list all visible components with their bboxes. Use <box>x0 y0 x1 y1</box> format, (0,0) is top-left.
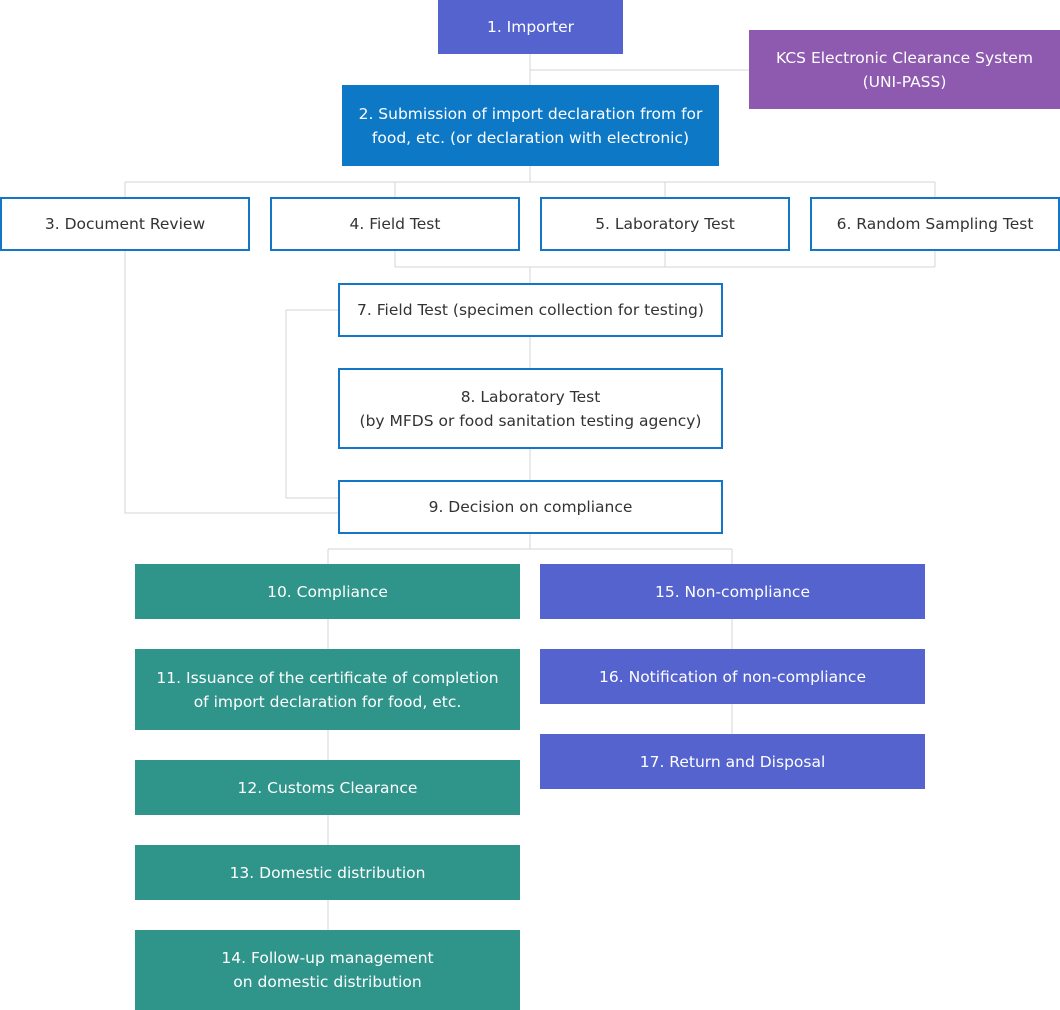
step-laboratory-test-agency-label: 8. Laboratory Test (by MFDS or food sani… <box>359 387 702 430</box>
step-field-test-label: 4. Field Test <box>349 215 441 233</box>
step-importer-label: 1. Importer <box>486 18 575 36</box>
step-laboratory-test-label: 5. Laboratory Test <box>595 215 735 233</box>
step-compliance-label: 10. Compliance <box>267 582 388 601</box>
step-customs-clearance: 12. Customs Clearance <box>135 760 520 815</box>
step-customs-clearance-label: 12. Customs Clearance <box>237 778 418 797</box>
step-decision-on-compliance: 9. Decision on compliance <box>338 480 723 534</box>
step-certificate-issuance-label: 11. Issuance of the certificate of compl… <box>156 668 499 711</box>
step-compliance: 10. Compliance <box>135 564 520 619</box>
kcs-electronic-clearance-system-label: KCS Electronic Clearance System (UNI-PAS… <box>776 48 1033 91</box>
step-random-sampling-test: 6. Random Sampling Test <box>810 197 1060 251</box>
step-follow-up-management: 14. Follow-up management on domestic dis… <box>135 930 520 1010</box>
connector-specimen-bypass-to-decision <box>285 309 339 499</box>
step-submission: 2. Submission of import declaration from… <box>342 85 719 166</box>
step-random-sampling-test-label: 6. Random Sampling Test <box>836 215 1034 233</box>
step-specimen-collection: 7. Field Test (specimen collection for t… <box>338 283 723 337</box>
step-laboratory-test: 5. Laboratory Test <box>540 197 790 251</box>
step-non-compliance-notification-label: 16. Notification of non-compliance <box>599 667 866 686</box>
step-importer: 1. Importer <box>438 0 623 54</box>
step-return-and-disposal-label: 17. Return and Disposal <box>639 752 826 771</box>
kcs-electronic-clearance-system: KCS Electronic Clearance System (UNI-PAS… <box>749 30 1060 109</box>
step-document-review: 3. Document Review <box>0 197 250 251</box>
step-non-compliance: 15. Non-compliance <box>540 564 925 619</box>
step-domestic-distribution: 13. Domestic distribution <box>135 845 520 900</box>
connector-document-review-to-decision <box>124 250 339 514</box>
step-decision-on-compliance-label: 9. Decision on compliance <box>428 498 633 516</box>
step-laboratory-test-agency: 8. Laboratory Test (by MFDS or food sani… <box>338 368 723 449</box>
step-follow-up-management-label: 14. Follow-up management on domestic dis… <box>221 949 434 991</box>
step-return-and-disposal: 17. Return and Disposal <box>540 734 925 789</box>
step-domestic-distribution-label: 13. Domestic distribution <box>229 863 426 882</box>
step-field-test: 4. Field Test <box>270 197 520 251</box>
step-document-review-label: 3. Document Review <box>44 215 206 233</box>
step-submission-label: 2. Submission of import declaration from… <box>358 104 703 147</box>
step-certificate-issuance: 11. Issuance of the certificate of compl… <box>135 649 520 730</box>
step-specimen-collection-label: 7. Field Test (specimen collection for t… <box>357 301 704 319</box>
step-non-compliance-label: 15. Non-compliance <box>654 582 810 601</box>
step-non-compliance-notification: 16. Notification of non-compliance <box>540 649 925 704</box>
